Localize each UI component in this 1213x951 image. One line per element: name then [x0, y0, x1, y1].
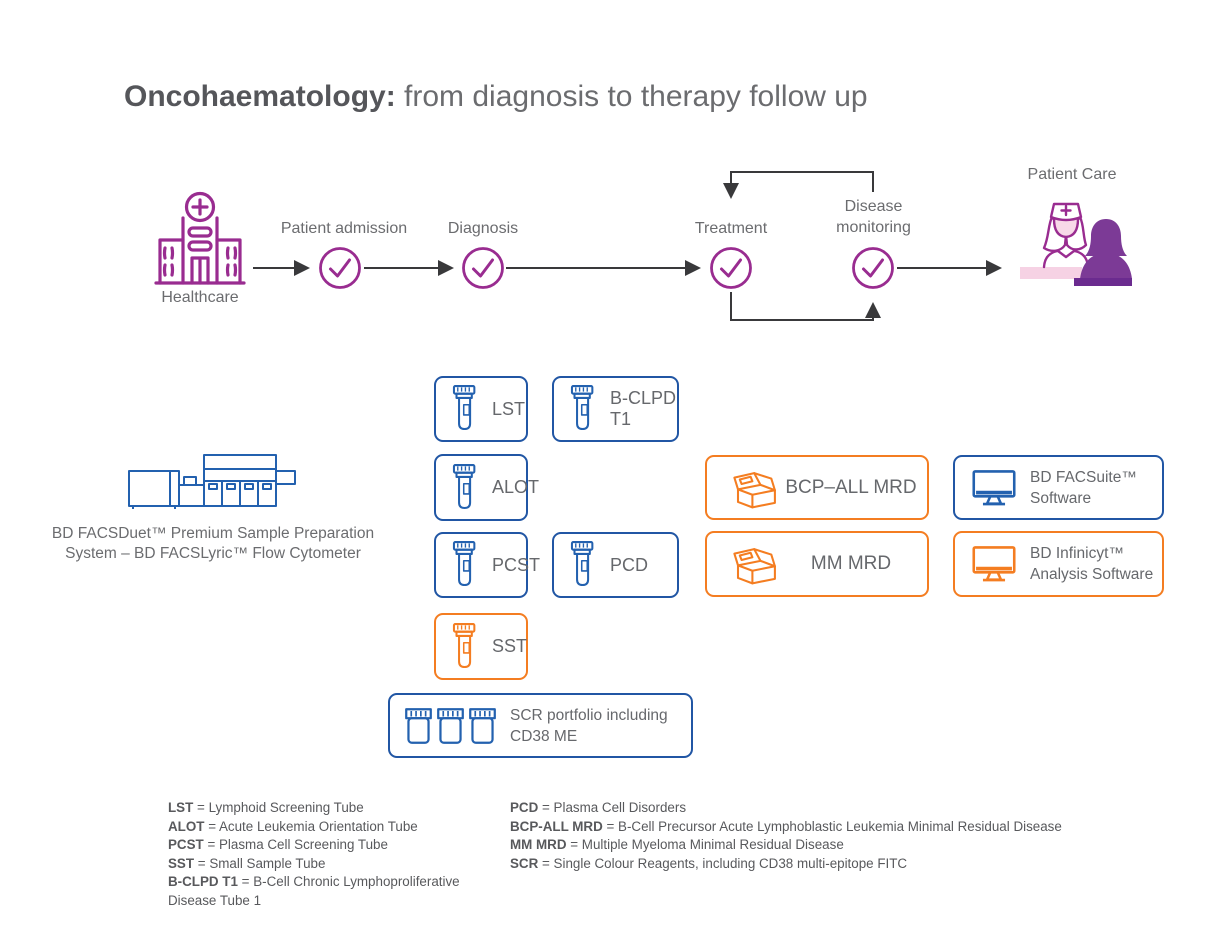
test-tube-icon — [436, 383, 492, 435]
box-label-sst: SST — [492, 636, 528, 656]
page-title-rest: from diagnosis to therapy follow up — [395, 80, 868, 113]
legend-left: LST = Lymphoid Screening Tube ALOT = Acu… — [168, 799, 468, 911]
test-tube-icon — [554, 383, 610, 435]
legend-right: PCD = Plasma Cell Disorders BCP-ALL MRD … — [510, 799, 1070, 873]
legend-def: = Lymphoid Screening Tube — [197, 800, 364, 815]
healthcare-label: Healthcare — [161, 289, 239, 306]
legend-def: = Acute Leukemia Orientation Tube — [208, 818, 418, 834]
legend-term: LST — [168, 800, 194, 815]
patient-care-icon — [1020, 202, 1132, 286]
legend-def: = Small Sample Tube — [197, 855, 326, 871]
box-lst: LST — [434, 376, 528, 442]
box-label-alot: ALOT — [492, 477, 540, 497]
test-tube-icon — [436, 539, 492, 591]
box-sst: SST — [434, 613, 528, 680]
box-alot: ALOT — [434, 454, 539, 521]
box-infinicyt-software: BD Infinicyt™ Analysis Software — [953, 531, 1164, 597]
legend-def: = Single Colour Reagents, including CD38… — [542, 855, 908, 871]
box-label-pcst: PCST — [492, 554, 541, 575]
test-tube-icon — [436, 462, 492, 514]
legend-item: LST = Lymphoid Screening Tube — [168, 799, 468, 818]
hospital-icon — [154, 191, 246, 285]
monitor-icon — [971, 468, 1017, 508]
legend-item: BCP-ALL MRD = B-Cell Precursor Acute Lym… — [510, 818, 1070, 837]
legend-def: = Multiple Myeloma Minimal Residual Dise… — [570, 837, 844, 853]
box-bclpd-t1: B-CLPD T1 — [552, 376, 679, 442]
box-label-lst: LST — [492, 398, 526, 419]
instrument-caption-line1: BD FACSDuet™ Premium Sample Preparation — [51, 525, 375, 542]
step-label-diagnosis: Diagnosis — [447, 220, 519, 237]
legend-term: PCD — [510, 800, 539, 815]
check-icon-patient-admission — [319, 247, 361, 289]
box-label-scr: SCR portfolio including CD38 ME — [510, 705, 668, 747]
step-label-treatment: Treatment — [694, 220, 768, 237]
scr-line2: CD38 ME — [510, 727, 578, 745]
instrument-caption: BD FACSDuet™ Premium Sample Preparation … — [30, 524, 396, 564]
box-label-mm-mrd: MM MRD — [810, 553, 892, 574]
legend-item: ALOT = Acute Leukemia Orientation Tube — [168, 818, 468, 837]
infinicyt-line2: Analysis Software — [1030, 566, 1154, 583]
facsuite-line1: BD FACSuite™ — [1030, 468, 1137, 486]
legend-term: BCP-ALL MRD — [510, 818, 603, 834]
legend-def: = B-Cell Precursor Acute Lymphoblastic L… — [606, 818, 1062, 834]
box-facsuite-software: BD FACSuite™ Software — [953, 455, 1164, 520]
legend-item: PCD = Plasma Cell Disorders — [510, 799, 1070, 818]
legend-def: = Plasma Cell Screening Tube — [207, 837, 388, 853]
box-scr-portfolio: SCR portfolio including CD38 ME — [388, 693, 693, 758]
check-icon-disease-monitoring — [852, 247, 894, 289]
step-label-patient-admission: Patient admission — [280, 220, 408, 237]
legend-def: = Plasma Cell Disorders — [542, 800, 687, 815]
legend-term: SCR — [510, 855, 539, 871]
legend-item: MM MRD = Multiple Myeloma Minimal Residu… — [510, 836, 1070, 855]
box-label-facsuite: BD FACSuite™ Software — [1030, 467, 1137, 509]
toolbox-icon — [729, 539, 783, 589]
box-mm-mrd: MM MRD — [705, 531, 929, 597]
toolbox-icon — [729, 463, 783, 513]
box-bcp-all-mrd: BCP–ALL MRD — [705, 455, 929, 520]
legend-item: PCST = Plasma Cell Screening Tube — [168, 836, 468, 855]
scr-line1: SCR portfolio including — [510, 706, 668, 724]
monitor-icon — [971, 544, 1017, 584]
legend-item: SCR = Single Colour Reagents, including … — [510, 855, 1070, 874]
step-label-disease-monitoring: Disease monitoring — [836, 198, 911, 236]
box-label-bcp-all-mrd: BCP–ALL MRD — [785, 476, 917, 498]
page-title: Oncohaematology: from diagnosis to thera… — [124, 80, 868, 114]
box-pcd: PCD — [552, 532, 679, 598]
box-pcst: PCST — [434, 532, 540, 598]
test-tube-icon — [554, 539, 610, 591]
infinicyt-line1: BD Infinicyt™ — [1030, 545, 1124, 562]
legend-term: MM MRD — [510, 837, 567, 853]
page-title-bold: Oncohaematology: — [124, 80, 396, 113]
box-label-pcd: PCD — [610, 554, 649, 575]
legend-term: SST — [168, 855, 195, 871]
legend-def: = B-Cell Chronic Lymphoproliferative Dis… — [168, 874, 460, 908]
legend-item: SST = Small Sample Tube — [168, 855, 468, 874]
patient-care-label: Patient Care — [1027, 166, 1117, 183]
facsduet-facslyric-instrument-icon — [128, 454, 296, 509]
legend-term: ALOT — [168, 818, 205, 834]
facsuite-line2: Software — [1030, 489, 1092, 507]
legend-item: B-CLPD T1 = B-Cell Chronic Lymphoprolife… — [168, 873, 468, 910]
test-tube-icon — [436, 621, 492, 673]
instrument-caption-line2: System – BD FACSLyric™ Flow Cytometer — [65, 545, 361, 562]
legend-term: B-CLPD T1 — [168, 874, 238, 890]
check-icon-treatment — [710, 247, 752, 289]
check-icon-diagnosis — [462, 247, 504, 289]
reagent-vials-icon — [404, 706, 497, 746]
box-label-infinicyt: BD Infinicyt™ Analysis Software — [1030, 543, 1153, 585]
legend-term: PCST — [168, 837, 204, 853]
box-label-bclpd-t1: B-CLPD T1 — [610, 388, 677, 429]
